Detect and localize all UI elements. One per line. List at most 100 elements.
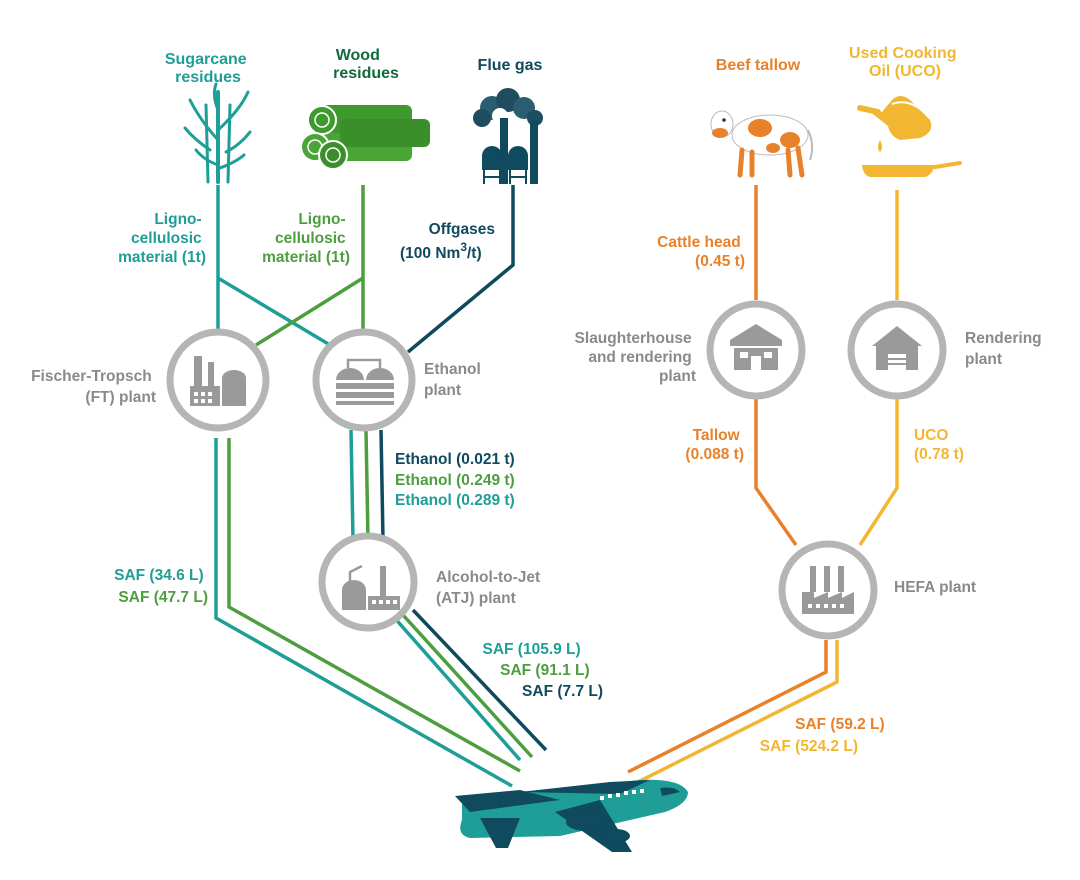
- line-hefa-saf-yellow: [635, 640, 839, 785]
- airplane-icon: [455, 779, 688, 852]
- barn-icon: [730, 324, 782, 370]
- label-saf-atj-green: SAF (91.1 L): [500, 662, 590, 679]
- label-ligno-green-line2: cellulosic: [275, 230, 346, 247]
- label-saf-atj-navy: SAF (7.7 L): [522, 683, 603, 700]
- label-uco-flow-line1: UCO: [914, 427, 948, 444]
- label-sugarcane-line2: residues: [175, 69, 241, 86]
- label-ethanol-flows: Ethanol (0.021 t) Ethanol (0.249 t) Etha…: [395, 451, 519, 509]
- label-rendering-plant-line1: Rendering: [965, 330, 1042, 347]
- label-sugarcane: Sugarcane residues: [165, 51, 251, 86]
- ft-plant-node: [166, 328, 270, 432]
- label-saf-atj: SAF (105.9 L) SAF (91.1 L) SAF (7.7 L): [482, 641, 603, 700]
- label-slaughter-plant-line1: Slaughterhouse: [575, 330, 693, 347]
- label-saf-ft-green: SAF (47.7 L): [118, 589, 208, 606]
- label-uco-source: Used Cooking Oil (UCO): [849, 45, 961, 80]
- line-atj-saf-green: [401, 613, 534, 759]
- label-tallow-flow: Tallow (0.088 t): [685, 427, 744, 463]
- label-ligno-teal-line3: material (1t): [118, 249, 206, 266]
- line-wood-to-ft: [255, 276, 364, 347]
- line-ethanol-navy: [379, 429, 385, 541]
- label-slaughter-plant-line3: plant: [659, 368, 696, 385]
- line-slaughter-to-hefa: [754, 398, 798, 547]
- label-tallow-flow-line1: Tallow: [693, 427, 741, 444]
- hefa-factory-icon: [802, 566, 854, 614]
- label-saf-ft-teal: SAF (34.6 L): [114, 567, 204, 584]
- label-saf-hefa: SAF (59.2 L) SAF (524.2 L): [760, 716, 889, 755]
- label-tallow-flow-line2: (0.088 t): [685, 446, 744, 463]
- slaughterhouse-plant-node: [706, 300, 806, 400]
- wood-logs-icon: [300, 105, 430, 170]
- label-uco-source-line2: Oil (UCO): [869, 63, 941, 80]
- label-atj-plant: Alcohol-to-Jet (ATJ) plant: [436, 569, 545, 607]
- line-hefa-saf-orange: [627, 640, 828, 774]
- line-ethanol-teal: [349, 429, 355, 541]
- label-offgases-unit-b: /t): [467, 245, 482, 262]
- line-flue-to-ethanol: [406, 185, 515, 354]
- label-offgases-unit-sup: 3: [460, 240, 467, 254]
- atj-plant-node: [318, 532, 418, 632]
- rendering-plant-node: [847, 300, 947, 400]
- line-ft-saf-teal: [214, 438, 513, 788]
- label-atj-plant-line1: Alcohol-to-Jet: [436, 569, 540, 586]
- label-offgases: Offgases: [429, 221, 495, 238]
- cow-icon: [710, 110, 814, 178]
- label-offgases-line1: Offgases: [429, 221, 495, 238]
- label-saf-hefa-yellow: SAF (524.2 L): [760, 738, 858, 755]
- flow-lines: [214, 185, 899, 788]
- label-ethanol-plant-line2: plant: [424, 382, 461, 399]
- line-rendering-to-hefa: [858, 398, 899, 546]
- label-ligno-teal-line1: Ligno-: [154, 211, 201, 228]
- label-offgases-unit: (100 Nm3/t): [400, 240, 482, 262]
- tanks-icon: [336, 358, 394, 405]
- label-uco-flow: UCO (0.78 t): [914, 427, 964, 463]
- label-saf-atj-teal: SAF (105.9 L): [482, 641, 580, 658]
- factory-icon: [190, 356, 246, 406]
- label-sugarcane-line1: Sugarcane: [165, 51, 247, 68]
- label-hefa-plant: HEFA plant: [894, 579, 976, 596]
- label-beef-tallow: Beef tallow: [716, 57, 801, 74]
- flue-gas-factory-icon: [473, 88, 543, 184]
- hefa-plant-node: [778, 540, 878, 640]
- ethanol-plant-node: [312, 328, 416, 432]
- label-slaughter-plant-line2: and rendering: [588, 349, 691, 366]
- line-ethanol-green: [364, 429, 370, 541]
- cooking-oil-pan-icon: [857, 96, 962, 177]
- label-uco-flow-line2: (0.78 t): [914, 446, 964, 463]
- label-flue-gas: Flue gas: [478, 57, 543, 74]
- label-atj-plant-line2: (ATJ) plant: [436, 590, 516, 607]
- label-ligno-teal: Ligno- cellulosic material (1t): [118, 211, 206, 266]
- label-ethanol-teal: Ethanol (0.289 t): [395, 492, 515, 509]
- label-wood-line2: residues: [333, 65, 399, 82]
- label-cattle-head-line1: Cattle head: [657, 234, 741, 251]
- label-saf-hefa-orange: SAF (59.2 L): [795, 716, 885, 733]
- line-ft-saf-green: [227, 438, 521, 773]
- label-ethanol-plant: Ethanol plant: [424, 361, 485, 399]
- line-atj-saf-teal: [390, 613, 522, 762]
- label-wood-line1: Wood: [336, 47, 380, 64]
- sugarcane-icon: [183, 82, 252, 184]
- label-ethanol-green: Ethanol (0.249 t): [395, 472, 515, 489]
- label-cattle-head: Cattle head (0.45 t): [657, 234, 745, 270]
- label-ligno-green-line1: Ligno-: [298, 211, 345, 228]
- label-ligno-teal-line2: cellulosic: [131, 230, 202, 247]
- label-ligno-green-line3: material (1t): [262, 249, 350, 266]
- label-offgases-unit-a: (100 Nm: [400, 245, 460, 262]
- line-atj-saf-navy: [411, 608, 548, 752]
- label-ethanol-navy: Ethanol (0.021 t): [395, 451, 515, 468]
- label-saf-ft: SAF (34.6 L) SAF (47.7 L): [114, 567, 208, 606]
- label-rendering-plant: Rendering plant: [965, 330, 1046, 368]
- label-ft-plant-line1: Fischer-Tropsch: [31, 368, 152, 385]
- house-plant-icon: [872, 326, 922, 370]
- label-cattle-head-line2: (0.45 t): [695, 253, 745, 270]
- label-slaughter-plant: Slaughterhouse and rendering plant: [575, 330, 696, 385]
- refinery-icon: [342, 564, 400, 610]
- label-uco-source-line1: Used Cooking: [849, 45, 957, 62]
- label-ethanol-plant-line1: Ethanol: [424, 361, 481, 378]
- label-wood: Wood residues: [333, 47, 399, 82]
- label-rendering-plant-line2: plant: [965, 351, 1002, 368]
- line-sugarcane-to-ethanol: [217, 276, 331, 347]
- label-ligno-green: Ligno- cellulosic material (1t): [262, 211, 350, 266]
- label-ft-plant: Fischer-Tropsch (FT) plant: [31, 368, 156, 406]
